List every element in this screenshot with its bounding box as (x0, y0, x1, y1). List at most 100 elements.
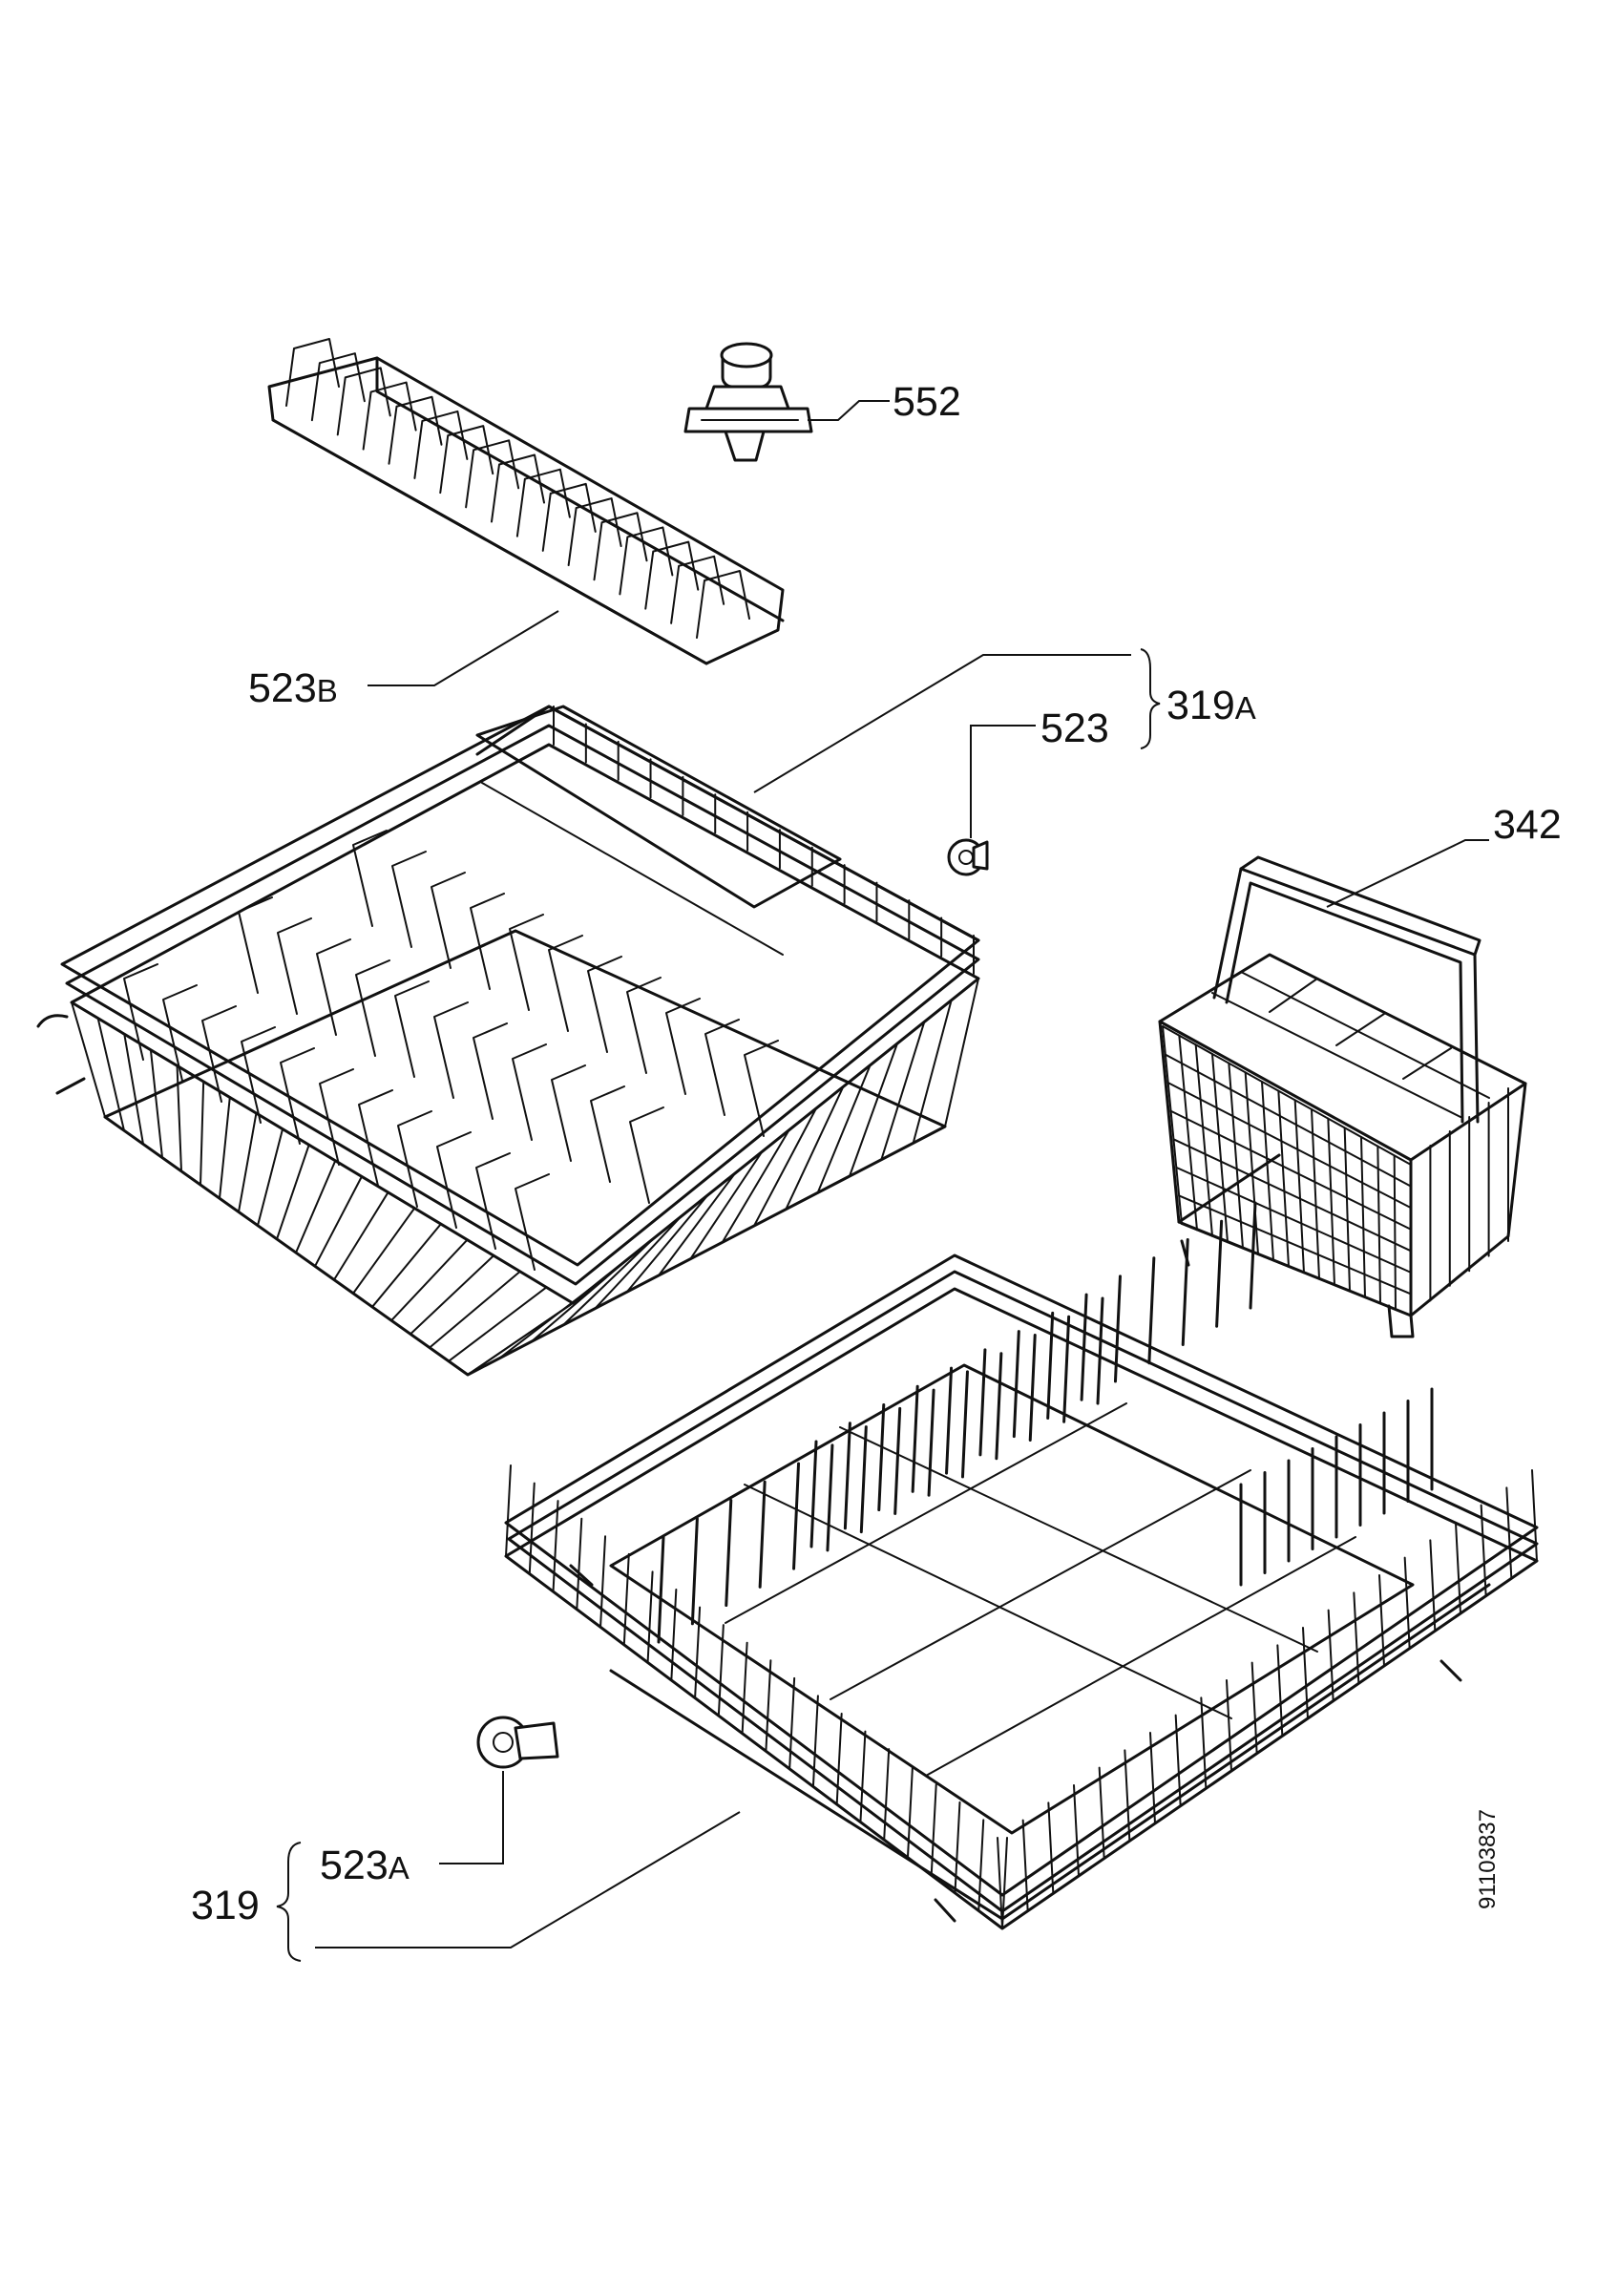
basket-wire (276, 1144, 310, 1240)
basket-wire (1480, 1504, 1487, 1597)
plate-tine (352, 830, 388, 927)
basket-mesh (1228, 1062, 1244, 1250)
basket-wire (1353, 1591, 1360, 1685)
basket-wire (96, 1017, 125, 1132)
plate-tine (394, 980, 430, 1078)
basket-wire (622, 1552, 630, 1646)
plate-tine (978, 1348, 987, 1457)
basket-mesh (1211, 1053, 1229, 1244)
part-523a-wheel (476, 1716, 559, 1769)
plate-tine (1028, 1333, 1037, 1442)
basket-wire (741, 1641, 748, 1735)
leader-552 (808, 400, 890, 421)
plate-tine (512, 1043, 547, 1141)
basket-wire (1226, 1679, 1232, 1772)
basket-wire (1200, 1696, 1208, 1790)
leader-523a (439, 1771, 504, 1864)
plate-tine (280, 1047, 315, 1145)
basket-mesh (1178, 1194, 1412, 1295)
basket-wire (646, 1570, 654, 1664)
plate-tine (995, 1352, 1003, 1461)
plate-tine (1249, 1201, 1257, 1310)
plate-tine (629, 1106, 664, 1204)
leader-319 (315, 1811, 741, 1948)
basket-mesh (1261, 1081, 1274, 1262)
basket-wire (997, 1837, 1003, 1929)
plate-tine (391, 851, 427, 948)
brace-319 (276, 1842, 302, 1962)
plate-tine (665, 998, 701, 1095)
basket-wire (176, 1064, 182, 1172)
basket-wire (599, 1535, 607, 1629)
basket-wire (785, 1085, 845, 1211)
plate-tine (241, 1026, 276, 1124)
plate-tine (1062, 1315, 1071, 1423)
rack-tine (541, 482, 597, 552)
rack-tine (439, 425, 494, 495)
basket-wire (658, 1172, 736, 1276)
plate-tine (358, 1089, 393, 1187)
basket-wire (528, 1482, 536, 1575)
plate-tine (319, 1068, 354, 1166)
basket-wire (625, 1193, 709, 1294)
basket-wire (238, 1112, 258, 1213)
basket-wire (1505, 1486, 1513, 1580)
basket-wire (1098, 1766, 1105, 1860)
basket-wire (835, 1713, 843, 1805)
plate-tine (431, 872, 466, 969)
basket-wire (977, 1819, 985, 1912)
label-523: 523 (1040, 706, 1109, 751)
basket-wire (219, 1096, 231, 1200)
basket-wire (954, 1801, 961, 1894)
plate-tine (843, 1422, 851, 1530)
plate-tine (509, 914, 544, 1011)
basket-wire (352, 1207, 416, 1295)
basket-wire (1149, 1732, 1156, 1824)
basket-mesh (1277, 1089, 1290, 1268)
basket-wire (1531, 1469, 1538, 1562)
basket-wire (765, 1659, 772, 1753)
drawing-number: 91103837 (1475, 1809, 1501, 1909)
rack-tine (465, 439, 520, 509)
basket-wire (721, 1128, 790, 1244)
basket-wire (753, 1107, 817, 1227)
leader-342 (1326, 839, 1489, 908)
plate-tine (433, 1001, 469, 1099)
basket-wire (1021, 1819, 1029, 1912)
plate-tine (436, 1131, 472, 1229)
label-319a: 319A (1166, 683, 1256, 728)
plate-tine (1012, 1330, 1020, 1439)
basket-wire (1302, 1627, 1309, 1719)
basket-mesh (1166, 1082, 1412, 1210)
plate-tine (1147, 1256, 1156, 1365)
basket-mesh (1169, 1109, 1412, 1231)
basket-mesh (1311, 1108, 1320, 1280)
plate-tine (704, 1019, 740, 1116)
basket-wire (816, 1064, 872, 1194)
basket-wire (505, 1464, 512, 1557)
basket-mesh (1244, 1071, 1259, 1255)
plate-tine (587, 956, 622, 1053)
rack-tine (491, 453, 545, 523)
basket-wire (530, 1258, 628, 1343)
plate-tine (355, 959, 390, 1057)
plate-tine (515, 1173, 550, 1271)
basket-wire (912, 999, 953, 1145)
basket-wire (944, 978, 979, 1127)
rack-tine (567, 497, 622, 567)
plate-tine (826, 1443, 834, 1552)
label-552: 552 (893, 379, 961, 425)
rack-tine (696, 570, 750, 639)
plate-tine (1215, 1219, 1224, 1328)
plate-tine (626, 977, 662, 1074)
rack-tine (619, 526, 674, 596)
basket-mesh (1162, 1025, 1183, 1225)
plate-tine (162, 984, 198, 1082)
basket-wire (562, 1237, 655, 1326)
plate-tine (1113, 1274, 1122, 1383)
basket-mesh (1181, 1223, 1412, 1317)
basket-wire (930, 1783, 937, 1877)
basket-wire (498, 1280, 601, 1359)
